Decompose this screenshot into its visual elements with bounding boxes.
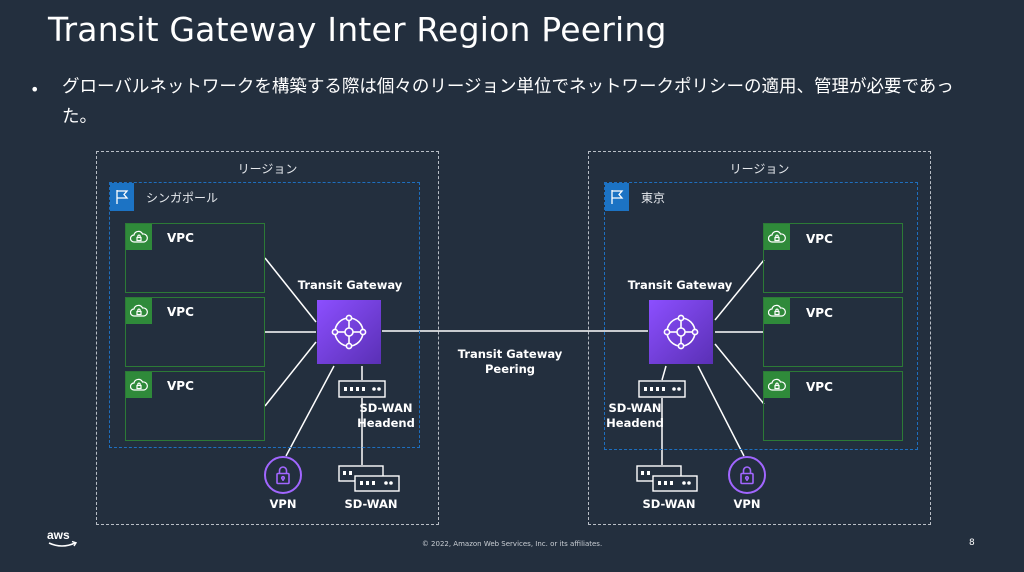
vpc-label: VPC xyxy=(167,379,194,393)
aws-logo: aws xyxy=(46,527,80,553)
sdwan-headend-label-right: SD-WAN Headend xyxy=(606,401,664,430)
peering-label: Transit Gateway Peering xyxy=(457,347,563,376)
flag-icon xyxy=(605,183,629,211)
sdwan-headend-label-left: SD-WAN Headend xyxy=(357,401,415,430)
flag-icon xyxy=(110,183,134,211)
region-label-right: リージョン xyxy=(729,162,790,176)
vpc-box xyxy=(125,297,265,367)
transit-gateway-icon xyxy=(317,300,381,364)
vpn-label-left: VPN xyxy=(269,497,297,511)
vpc-box xyxy=(763,223,903,293)
lock-icon xyxy=(728,456,766,494)
vpn-label-right: VPN xyxy=(733,497,761,511)
transit-gateway-icon xyxy=(649,300,713,364)
vpc-label: VPC xyxy=(167,305,194,319)
vpc-label: VPC xyxy=(806,232,833,246)
vpc-box xyxy=(125,223,265,293)
router-icon xyxy=(636,465,700,497)
router-icon xyxy=(338,465,402,497)
vpc-cloud-lock-icon xyxy=(764,298,790,324)
tgw-label-left: Transit Gateway xyxy=(297,278,403,292)
vpc-cloud-lock-icon xyxy=(126,224,152,250)
router-icon xyxy=(338,380,386,402)
svg-text:aws: aws xyxy=(47,528,70,542)
sdwan-label-right: SD-WAN xyxy=(642,497,696,511)
page-title: Transit Gateway Inter Region Peering xyxy=(48,10,667,49)
sdwan-label-left: SD-WAN xyxy=(344,497,398,511)
region-box-right xyxy=(588,151,931,525)
vpc-cloud-lock-icon xyxy=(764,372,790,398)
vpc-cloud-lock-icon xyxy=(126,298,152,324)
bullet-marker: • xyxy=(30,80,40,99)
vpc-label: VPC xyxy=(167,231,194,245)
lock-icon xyxy=(264,456,302,494)
page-number: 8 xyxy=(969,538,975,548)
az-box-right xyxy=(604,182,918,450)
copyright-text: © 2022, Amazon Web Services, Inc. or its… xyxy=(421,540,603,548)
bullet-text: グローバルネットワークを構築する際は個々のリージョン単位でネットワークポリシーの… xyxy=(62,77,954,127)
vpc-label: VPC xyxy=(806,380,833,394)
tgw-label-right: Transit Gateway xyxy=(627,278,733,292)
az-label-left: シンガポール xyxy=(146,191,219,205)
vpc-cloud-lock-icon xyxy=(126,372,152,398)
vpc-cloud-lock-icon xyxy=(764,224,790,250)
region-label-left: リージョン xyxy=(237,162,298,176)
vpc-label: VPC xyxy=(806,306,833,320)
region-box-left xyxy=(96,151,439,525)
az-box-left xyxy=(109,182,420,448)
vpc-box xyxy=(763,297,903,367)
az-label-right: 東京 xyxy=(641,191,666,205)
vpc-box xyxy=(125,371,265,441)
vpc-box xyxy=(763,371,903,441)
router-icon xyxy=(638,380,686,402)
